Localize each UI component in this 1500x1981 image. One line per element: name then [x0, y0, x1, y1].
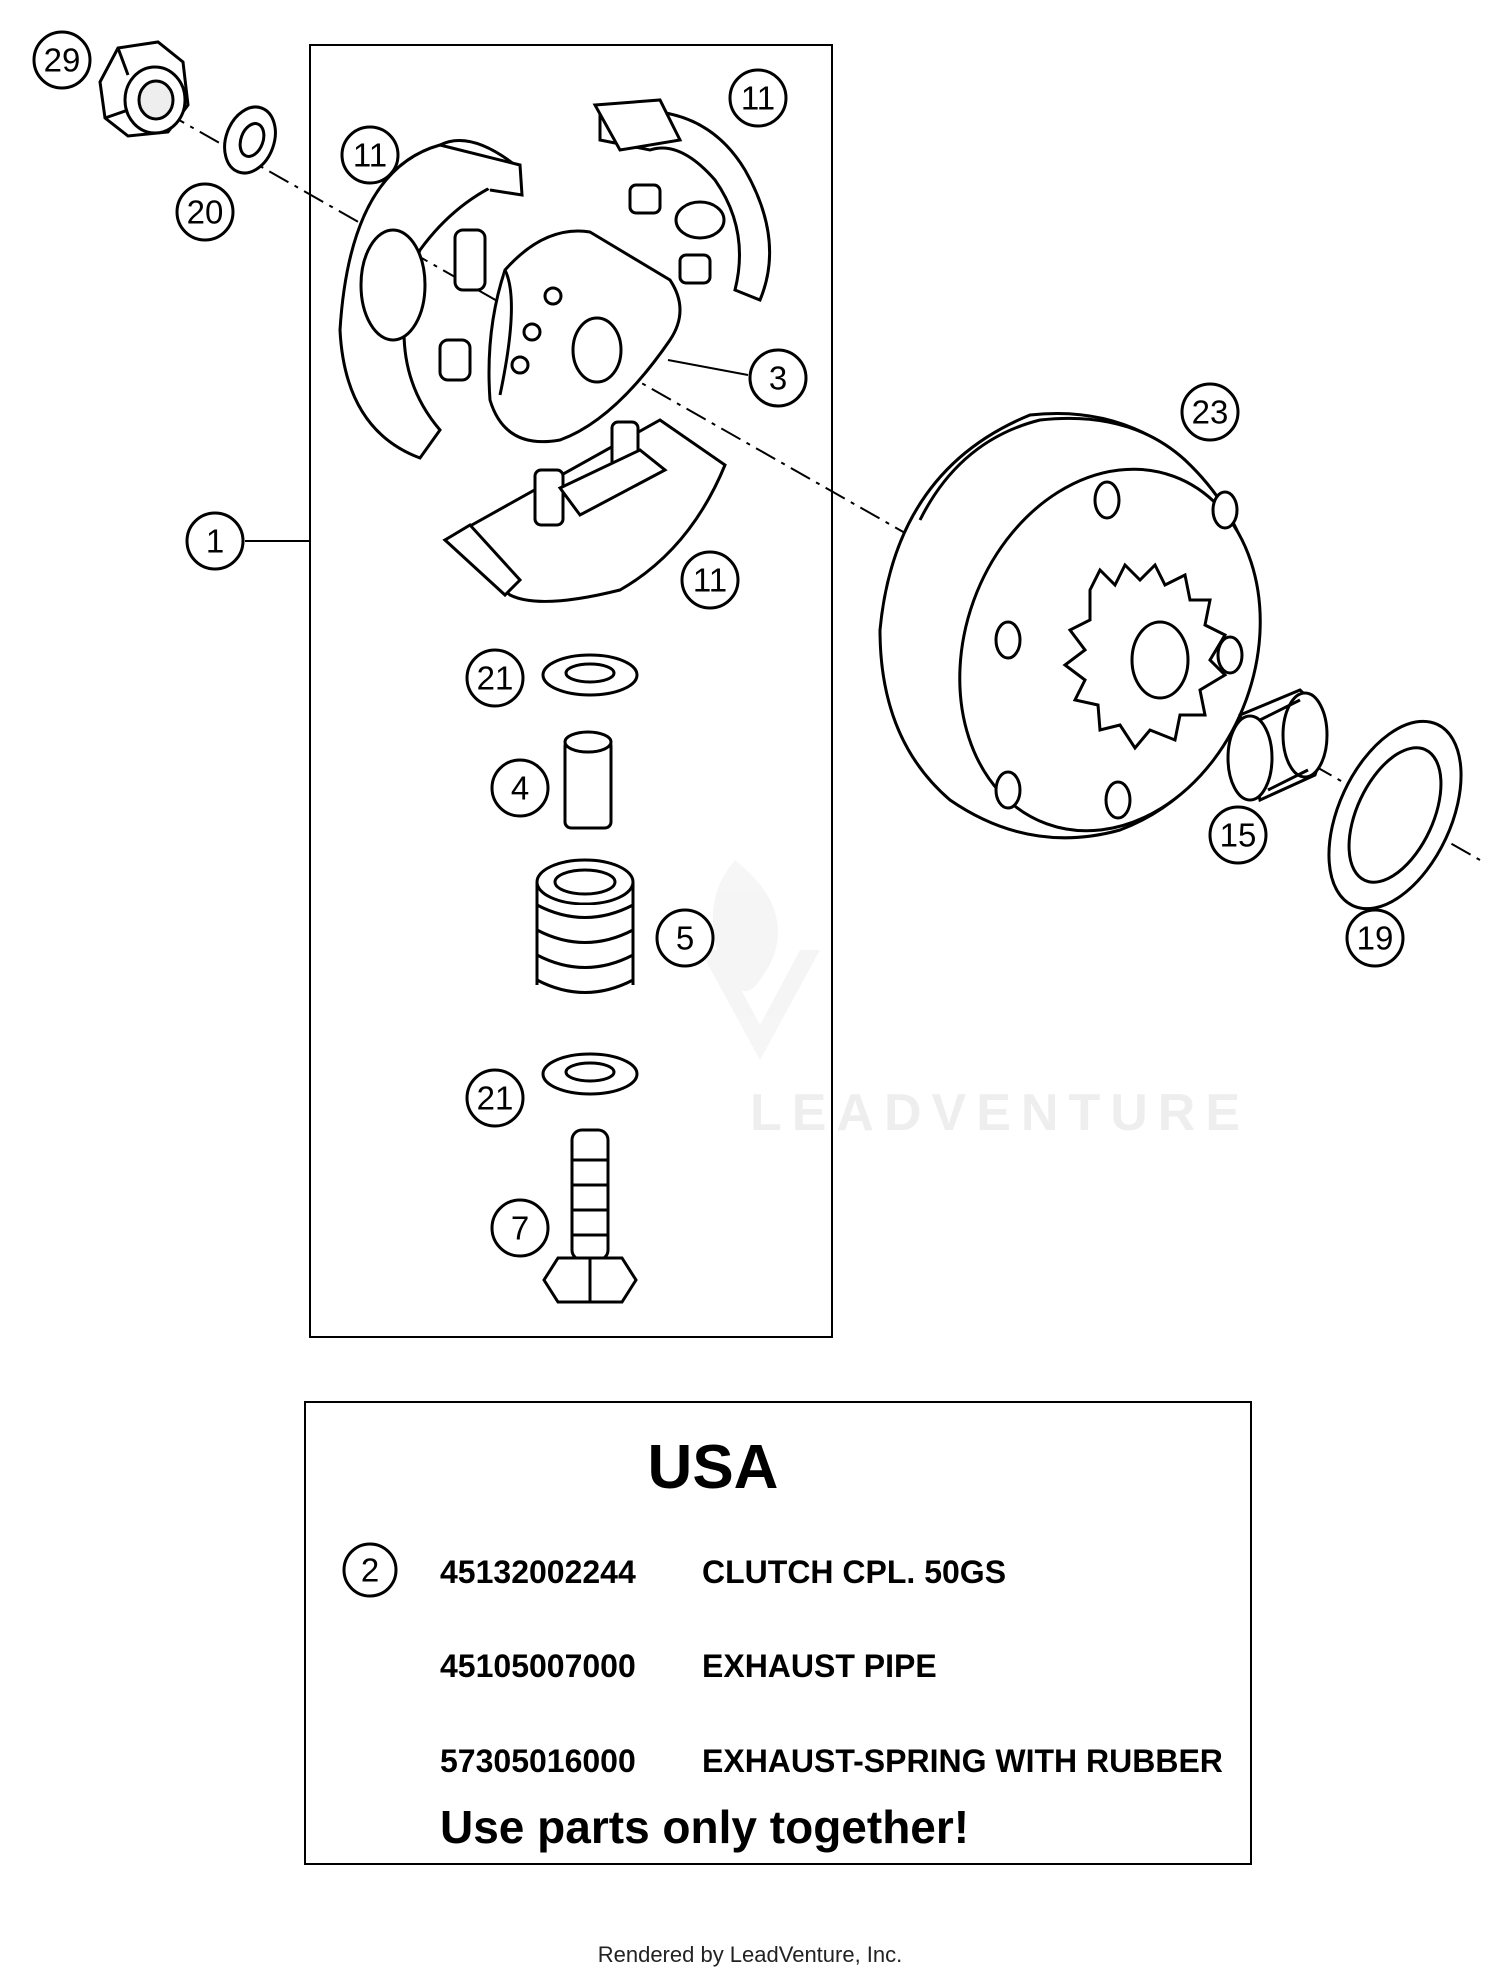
svg-text:20: 20: [187, 194, 224, 231]
legend-description: EXHAUST PIPE: [702, 1648, 937, 1684]
svg-text:4: 4: [511, 770, 529, 807]
legend-part-number: 45105007000: [440, 1648, 636, 1684]
callout-7: 7: [490, 1198, 550, 1258]
washer-20: [223, 105, 277, 175]
callout-5: 5: [655, 908, 715, 968]
svg-text:11: 11: [693, 562, 727, 599]
callout-21-upper: 21: [465, 648, 525, 708]
svg-text:15: 15: [1220, 817, 1257, 854]
callout-3: 3: [748, 348, 808, 408]
legend-title: USA: [648, 1433, 779, 1502]
svg-text:7: 7: [511, 1210, 529, 1247]
svg-text:1: 1: [206, 523, 224, 560]
callout-4: 4: [490, 758, 550, 818]
svg-text:19: 19: [1357, 920, 1394, 957]
callout-19: 19: [1345, 908, 1405, 968]
callout-15: 15: [1208, 805, 1268, 865]
callout-20: 20: [175, 182, 235, 242]
thrust-washer: [1327, 719, 1463, 911]
bolt: [542, 1128, 638, 1304]
needle-bearing: [1226, 688, 1329, 803]
callout-11-left: 11: [340, 125, 400, 185]
svg-text:23: 23: [1192, 394, 1229, 431]
callout-23: 23: [1180, 382, 1240, 442]
clutch-shoe-bottom: [442, 418, 727, 603]
washer-21-lower: [541, 1052, 639, 1096]
svg-text:21: 21: [477, 660, 514, 697]
svg-text:5: 5: [676, 920, 694, 957]
watermark-text: LEADVENTURE: [750, 1084, 1250, 1142]
legend-note: Use parts only together!: [440, 1801, 969, 1853]
svg-text:3: 3: [769, 360, 787, 397]
callout-29: 29: [32, 30, 92, 90]
legend-part-number: 57305016000: [440, 1743, 636, 1779]
washer-21-upper: [541, 653, 639, 697]
clutch-drum: [878, 411, 1262, 840]
flange-nut: [98, 40, 190, 138]
callout-21-lower: 21: [465, 1068, 525, 1128]
callout-1: 1: [185, 511, 245, 571]
legend-description: EXHAUST-SPRING WITH RUBBER: [702, 1743, 1223, 1779]
svg-text:2: 2: [361, 1552, 379, 1589]
sleeve: [563, 730, 613, 830]
clutch-shoe-left: [338, 139, 524, 460]
carrier-plate: [487, 229, 682, 444]
svg-text:29: 29: [44, 42, 81, 79]
footer-credit: Rendered by LeadVenture, Inc.: [597, 1942, 903, 1967]
legend-description: CLUTCH CPL. 50GS: [702, 1554, 1006, 1590]
clutch-shoe-right: [592, 98, 772, 302]
leader-lines: [667, 359, 749, 376]
callout-11-bottom: 11: [680, 550, 740, 610]
callout-11-top: 11: [728, 68, 788, 128]
legend-callout-2: 2: [342, 1542, 398, 1598]
svg-text:21: 21: [477, 1080, 514, 1117]
spring: [535, 858, 635, 994]
svg-text:11: 11: [741, 80, 775, 117]
svg-text:11: 11: [353, 137, 387, 174]
watermark-logo-icon: [700, 860, 820, 1060]
legend-part-number: 45132002244: [440, 1554, 636, 1590]
clutch-assembly-box: [309, 44, 833, 1338]
legend-box: USA 2 45132002244 CLUTCH CPL. 50GS 45105…: [304, 1401, 1252, 1865]
